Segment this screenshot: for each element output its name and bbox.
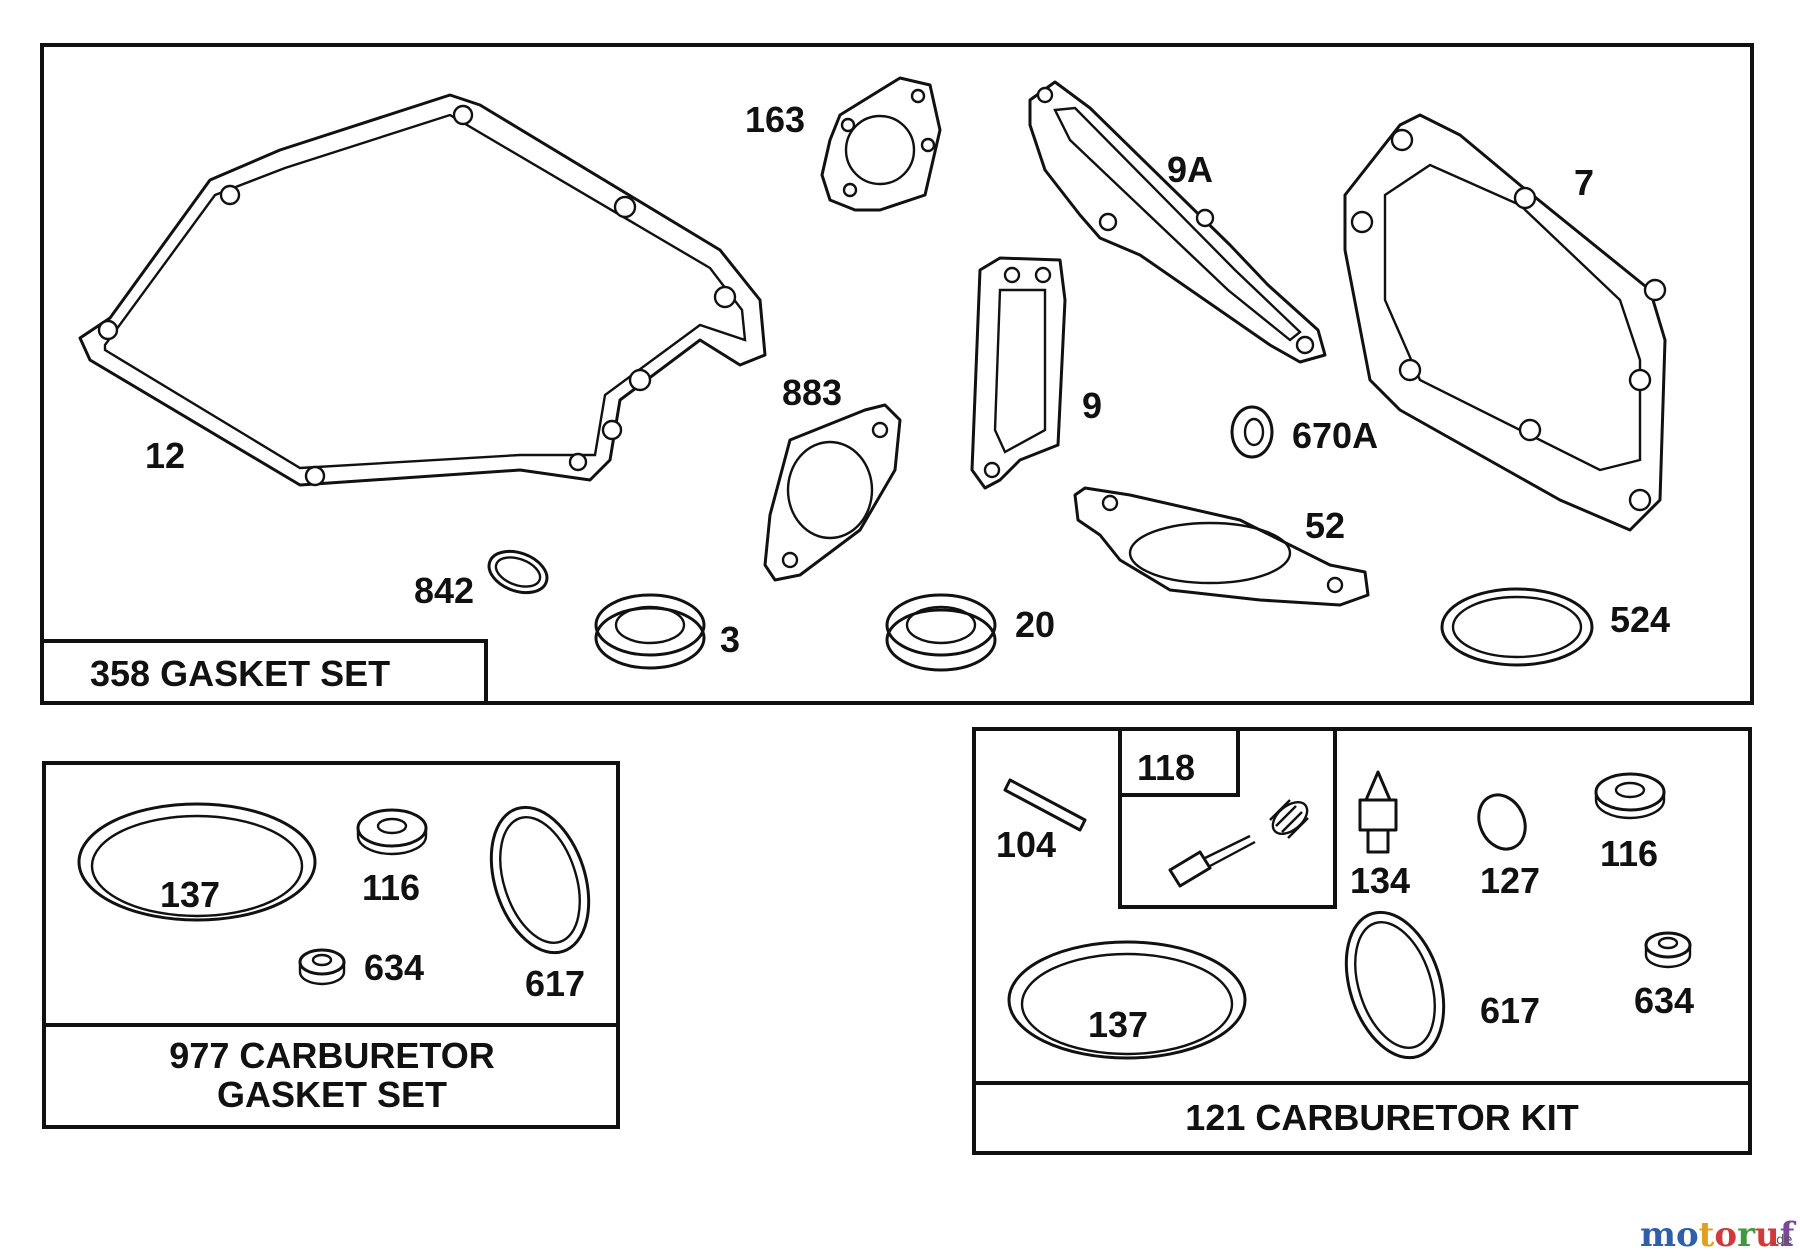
seal-670a bbox=[1230, 405, 1274, 459]
gasket-set-title: 358 GASKET SET bbox=[90, 653, 390, 694]
inset-118: 118 bbox=[1118, 727, 1337, 909]
gasket-9 bbox=[970, 256, 1067, 490]
inset-118-label-box bbox=[1120, 729, 1240, 797]
oil-seal-3 bbox=[594, 593, 706, 670]
part-label-163: 163 bbox=[745, 99, 805, 140]
gasket-set-panel: 358 GASKET SET bbox=[40, 43, 1754, 705]
head-gasket-7 bbox=[1343, 113, 1667, 532]
needle-valve-134 bbox=[1358, 770, 1398, 854]
carb-kit-label-134: 134 bbox=[1350, 860, 1410, 901]
oring-842 bbox=[487, 549, 549, 595]
part-label-883: 883 bbox=[782, 372, 842, 413]
part-label-52: 52 bbox=[1305, 505, 1345, 546]
washer-634-kit bbox=[1644, 931, 1692, 969]
part-label-7: 7 bbox=[1574, 162, 1594, 203]
pin-104 bbox=[1003, 778, 1087, 832]
carb-kit-panel: 121 CARBURETOR KIT 118 bbox=[972, 727, 1752, 1155]
carb-gasket-set-panel: 977 CARBURETOR GASKET SET 137 116 634 61… bbox=[42, 761, 620, 1129]
oring-137 bbox=[77, 802, 317, 922]
oring-617-kit bbox=[1344, 910, 1446, 1060]
carb-gasket-label-137: 137 bbox=[160, 874, 220, 915]
watermark-letter: f bbox=[1780, 1215, 1797, 1255]
carb-kit-frame bbox=[972, 727, 1752, 1155]
gasket-163 bbox=[820, 76, 942, 212]
carb-gasket-set-title-line2: GASKET SET bbox=[217, 1074, 447, 1115]
carb-gasket-label-634: 634 bbox=[364, 947, 424, 988]
gasket-set-frame bbox=[40, 43, 1754, 705]
part-label-524: 524 bbox=[1610, 599, 1670, 640]
carb-kit-label-104: 104 bbox=[996, 824, 1056, 865]
carb-kit-label-137: 137 bbox=[1088, 1004, 1148, 1045]
welch-plug-127 bbox=[1477, 793, 1527, 851]
part-label-12: 12 bbox=[145, 435, 185, 476]
gasket-9a bbox=[1028, 80, 1327, 364]
carb-kit-label-634: 634 bbox=[1634, 980, 1694, 1021]
watermark-letter: m bbox=[1640, 1215, 1676, 1255]
washer-634 bbox=[298, 948, 346, 986]
part-label-842: 842 bbox=[414, 570, 474, 611]
watermark-letter: u bbox=[1755, 1215, 1780, 1255]
oring-524 bbox=[1440, 587, 1594, 667]
oil-seal-20 bbox=[885, 593, 997, 672]
carb-kit-title: 121 CARBURETOR KIT bbox=[1185, 1097, 1578, 1138]
part-label-9: 9 bbox=[1082, 385, 1102, 426]
mixture-screw bbox=[1168, 834, 1256, 888]
watermark-letter: o bbox=[1714, 1215, 1737, 1255]
washer-116-kit bbox=[1594, 772, 1666, 820]
carb-kit-label-116: 116 bbox=[1600, 833, 1658, 874]
watermark-letter: o bbox=[1676, 1215, 1699, 1255]
watermark-letter: t bbox=[1699, 1215, 1715, 1255]
washer-116 bbox=[356, 808, 428, 856]
watermark: motoruf .de bbox=[1640, 1215, 1797, 1255]
carb-gasket-set-title-line1: 977 CARBURETOR bbox=[169, 1035, 494, 1076]
carb-kit-label-127: 127 bbox=[1480, 860, 1540, 901]
part-label-3: 3 bbox=[720, 619, 740, 660]
spring bbox=[1269, 799, 1309, 839]
carb-gasket-label-617: 617 bbox=[525, 963, 585, 1004]
watermark-suffix: .de bbox=[1772, 1233, 1792, 1248]
oring-617 bbox=[489, 805, 591, 955]
inset-118-label: 118 bbox=[1137, 747, 1195, 788]
oring-137-kit bbox=[1007, 940, 1247, 1060]
gasket-set-title-box bbox=[42, 639, 488, 703]
inset-118-frame bbox=[1118, 727, 1337, 909]
carb-kit-label-617: 617 bbox=[1480, 990, 1540, 1031]
part-label-9a: 9A bbox=[1167, 149, 1213, 190]
gasket-52 bbox=[1073, 486, 1370, 607]
watermark-letter: r bbox=[1737, 1215, 1756, 1255]
part-label-670a: 670A bbox=[1292, 415, 1378, 456]
carb-gasket-set-frame bbox=[42, 761, 620, 1129]
gasket-883 bbox=[763, 403, 902, 582]
watermark-logo: motoruf bbox=[1640, 1215, 1797, 1255]
carb-gasket-label-116: 116 bbox=[362, 867, 420, 908]
crankcase-gasket bbox=[78, 93, 767, 487]
part-label-20: 20 bbox=[1015, 604, 1055, 645]
